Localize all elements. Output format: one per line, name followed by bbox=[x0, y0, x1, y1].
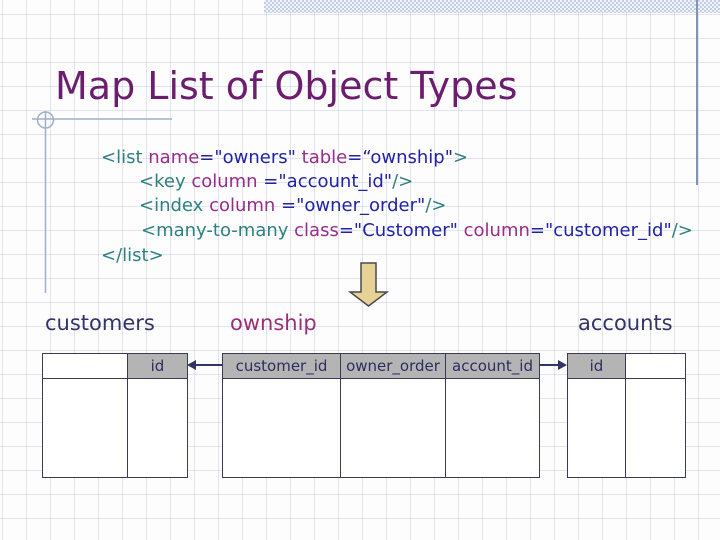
ownship-customer-id-header-cell: customer_id bbox=[223, 354, 341, 379]
code-token: ="customer_id" bbox=[529, 220, 672, 241]
ownship-body-cell bbox=[341, 379, 446, 477]
code-token: ="owners" bbox=[199, 147, 302, 168]
customers-table-label: customers bbox=[45, 311, 155, 335]
ownship-body-cell bbox=[446, 379, 539, 477]
code-token: column bbox=[209, 195, 276, 216]
code-token: column bbox=[191, 171, 258, 192]
code-token: ="owner_order" bbox=[275, 195, 426, 216]
code-token: table bbox=[301, 147, 348, 168]
customers-header-row: id bbox=[43, 354, 187, 379]
accounts-table: id bbox=[567, 353, 686, 478]
accounts-id-header-cell: id bbox=[568, 354, 626, 379]
code-token: ="Customer" bbox=[338, 220, 464, 241]
accounts-body-row bbox=[568, 379, 685, 477]
ownship-owner-order-header-cell: owner_order bbox=[341, 354, 446, 379]
customers-id-header-cell: id bbox=[128, 354, 187, 379]
code-line-list-open: <list name="owners" table=“ownship"> bbox=[101, 147, 468, 169]
ownship-body-row bbox=[223, 379, 539, 477]
code-token: <index bbox=[139, 195, 210, 216]
top-accent-band bbox=[264, 0, 720, 13]
code-line-many-to-many: <many-to-many class="Customer" column="c… bbox=[141, 220, 693, 242]
customers-body-cell bbox=[43, 379, 128, 477]
customers-body-cell bbox=[128, 379, 187, 477]
page-title: Map List of Object Types bbox=[55, 64, 518, 108]
ownship-body-cell bbox=[223, 379, 341, 477]
ownship-header-row: customer_id owner_order account_id bbox=[223, 354, 539, 379]
code-token: /> bbox=[671, 220, 693, 241]
customers-blank-header-cell bbox=[43, 354, 128, 379]
code-token: class bbox=[294, 220, 339, 241]
code-token: <key bbox=[139, 171, 192, 192]
code-token: name bbox=[148, 147, 200, 168]
code-token: column bbox=[463, 220, 530, 241]
block-down-arrow-icon bbox=[348, 262, 390, 307]
accounts-header-row: id bbox=[568, 354, 685, 379]
code-token: =“ownship" bbox=[347, 147, 453, 168]
customers-body-row bbox=[43, 379, 187, 477]
accounts-table-label: accounts bbox=[578, 311, 673, 335]
left-arrow-connector-icon bbox=[187, 360, 223, 370]
code-token: </list> bbox=[101, 245, 164, 266]
code-token: > bbox=[452, 147, 469, 168]
right-accent-line bbox=[696, 0, 698, 185]
ownship-table-label: ownship bbox=[230, 311, 317, 335]
ownship-account-id-header-cell: account_id bbox=[446, 354, 539, 379]
accounts-blank-header-cell bbox=[626, 354, 685, 379]
code-line-index: <index column ="owner_order"/> bbox=[139, 195, 446, 217]
ownship-table: customer_id owner_order account_id bbox=[222, 353, 540, 478]
code-token: <list bbox=[101, 147, 149, 168]
code-token: <many-to-many bbox=[141, 220, 295, 241]
code-line-list-close: </list> bbox=[101, 245, 164, 267]
accounts-body-cell bbox=[568, 379, 626, 477]
code-line-key: <key column ="account_id"/> bbox=[139, 171, 413, 193]
code-token: ="account_id" bbox=[257, 171, 393, 192]
right-arrow-connector-icon bbox=[539, 360, 567, 370]
customers-table: id bbox=[42, 353, 188, 478]
code-token: /> bbox=[392, 171, 414, 192]
accounts-body-cell bbox=[626, 379, 685, 477]
code-token: /> bbox=[425, 195, 447, 216]
